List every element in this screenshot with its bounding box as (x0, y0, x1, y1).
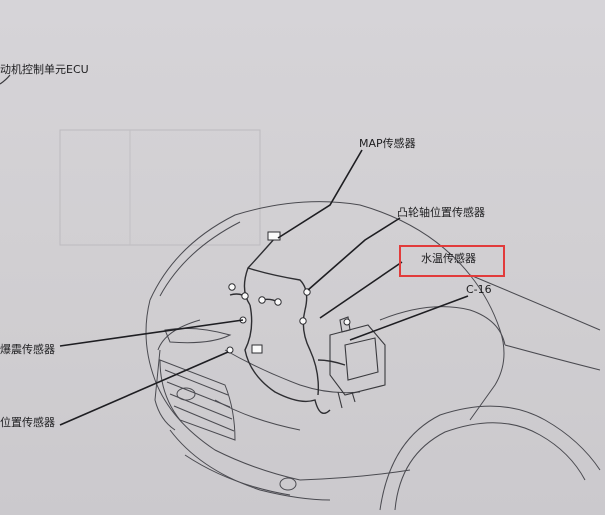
knock-sensor-label: 爆震传感器 (0, 343, 55, 356)
leader-c16 (349, 295, 469, 341)
coolant-sensor-highlight (399, 245, 505, 277)
ecu-leader-line (0, 74, 11, 85)
map-sensor-label: MAP传感器 (359, 137, 416, 150)
coolant-sensor-label: 水温传感器 (421, 252, 476, 265)
leader-knock (59, 319, 244, 347)
cam-sensor-label: 凸轮轴位置传感器 (397, 206, 485, 219)
ecu-label: 动机控制单元ECU (0, 63, 89, 76)
engine-block (329, 316, 386, 409)
car-outline (145, 201, 601, 511)
harness-connectors (226, 231, 351, 354)
leader-crank (59, 351, 229, 426)
leader-coolant (319, 261, 403, 319)
leader-map (277, 149, 363, 239)
leader-cam (307, 217, 401, 291)
faint-frame (59, 129, 261, 246)
crank-sensor-label: 位置传感器 (0, 416, 55, 429)
callout-lines (59, 149, 469, 426)
wiring-harness (229, 237, 346, 414)
connector-label: C-16 (466, 283, 492, 296)
